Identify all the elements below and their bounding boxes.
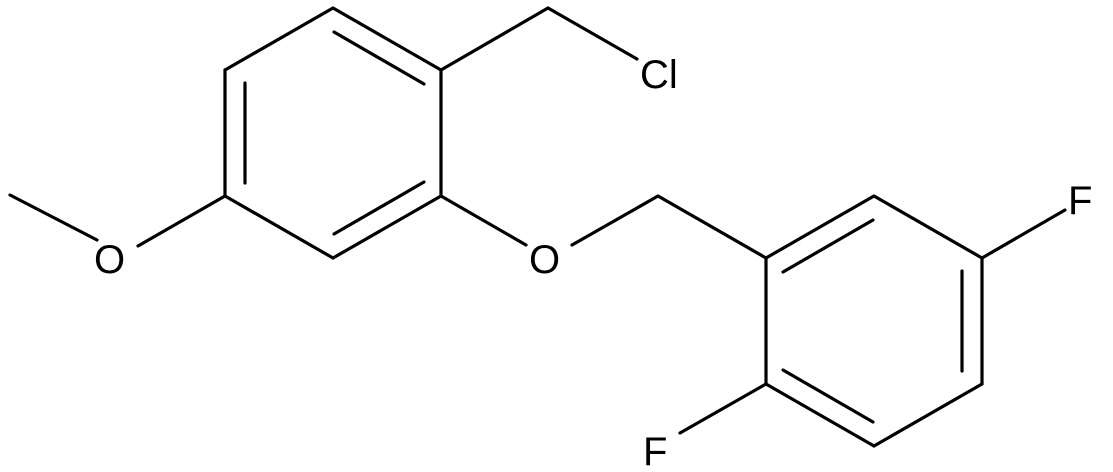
atom-fluorine-top: F — [1068, 179, 1092, 223]
bond-ch2-up — [439, 6, 550, 72]
bond-ring2-top-left — [764, 194, 876, 260]
bond-ring1-bottom-left — [223, 194, 335, 260]
bond-ring-o-ether — [439, 194, 528, 247]
bond-o-ch2 — [570, 194, 660, 247]
atom-fluorine-bottom: F — [643, 430, 667, 472]
bond-ring-o-methoxy — [136, 194, 227, 248]
bond-ring1-bottom-right — [331, 194, 443, 260]
bond-ch2-cl — [546, 6, 639, 61]
bond-o-methyl — [8, 193, 99, 242]
atom-oxygen-ether: O — [529, 238, 560, 282]
bond-ring2-bottom-right — [872, 382, 984, 448]
bond-ring2-f-bottom — [678, 382, 768, 435]
bond-ring1-bottom-right-inner — [332, 180, 426, 236]
bond-ring2-bottom-left — [764, 382, 876, 448]
bond-ring2-bottom-left-inner — [781, 368, 875, 424]
bond-ring2-top-left-inner — [781, 218, 875, 274]
bond-ring1-top-right-inner — [332, 30, 426, 86]
atom-oxygen-methoxy: O — [94, 238, 125, 282]
bond-ring2-f-top — [980, 208, 1067, 260]
bond-ring1-top-left — [223, 6, 335, 72]
left-benzene-ring — [223, 6, 443, 260]
bond-ch2-ring2 — [656, 194, 768, 260]
right-benzene-ring — [764, 194, 984, 448]
bond-ring2-top-right — [872, 194, 984, 260]
atom-chlorine: Cl — [640, 53, 678, 97]
bond-ring1-top-right — [331, 6, 443, 72]
